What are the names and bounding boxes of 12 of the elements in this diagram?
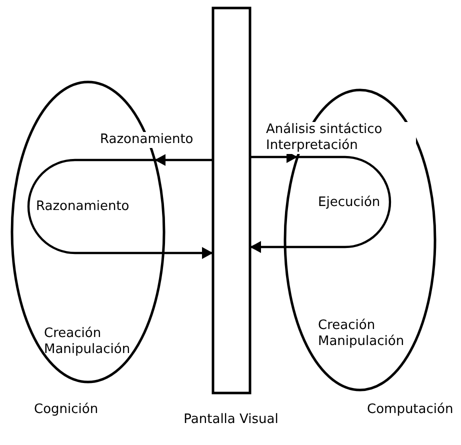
edge-label: Razonamiento [100, 132, 194, 148]
arrow [154, 154, 213, 166]
loop-text: Ejecución [318, 195, 380, 211]
edge-label: Análisis sintáctico Interpretación [266, 122, 416, 154]
loop-text: Razonamiento [36, 199, 130, 215]
heading: Cognición [34, 402, 100, 418]
ellipse-text: Creación Manipulación [318, 318, 406, 350]
arrow [163, 247, 213, 259]
heading: Computación [367, 402, 454, 418]
ellipse-text: Creación Manipulación [44, 326, 132, 358]
screen-label: Pantalla Visual [182, 412, 280, 428]
arrow [250, 241, 286, 253]
